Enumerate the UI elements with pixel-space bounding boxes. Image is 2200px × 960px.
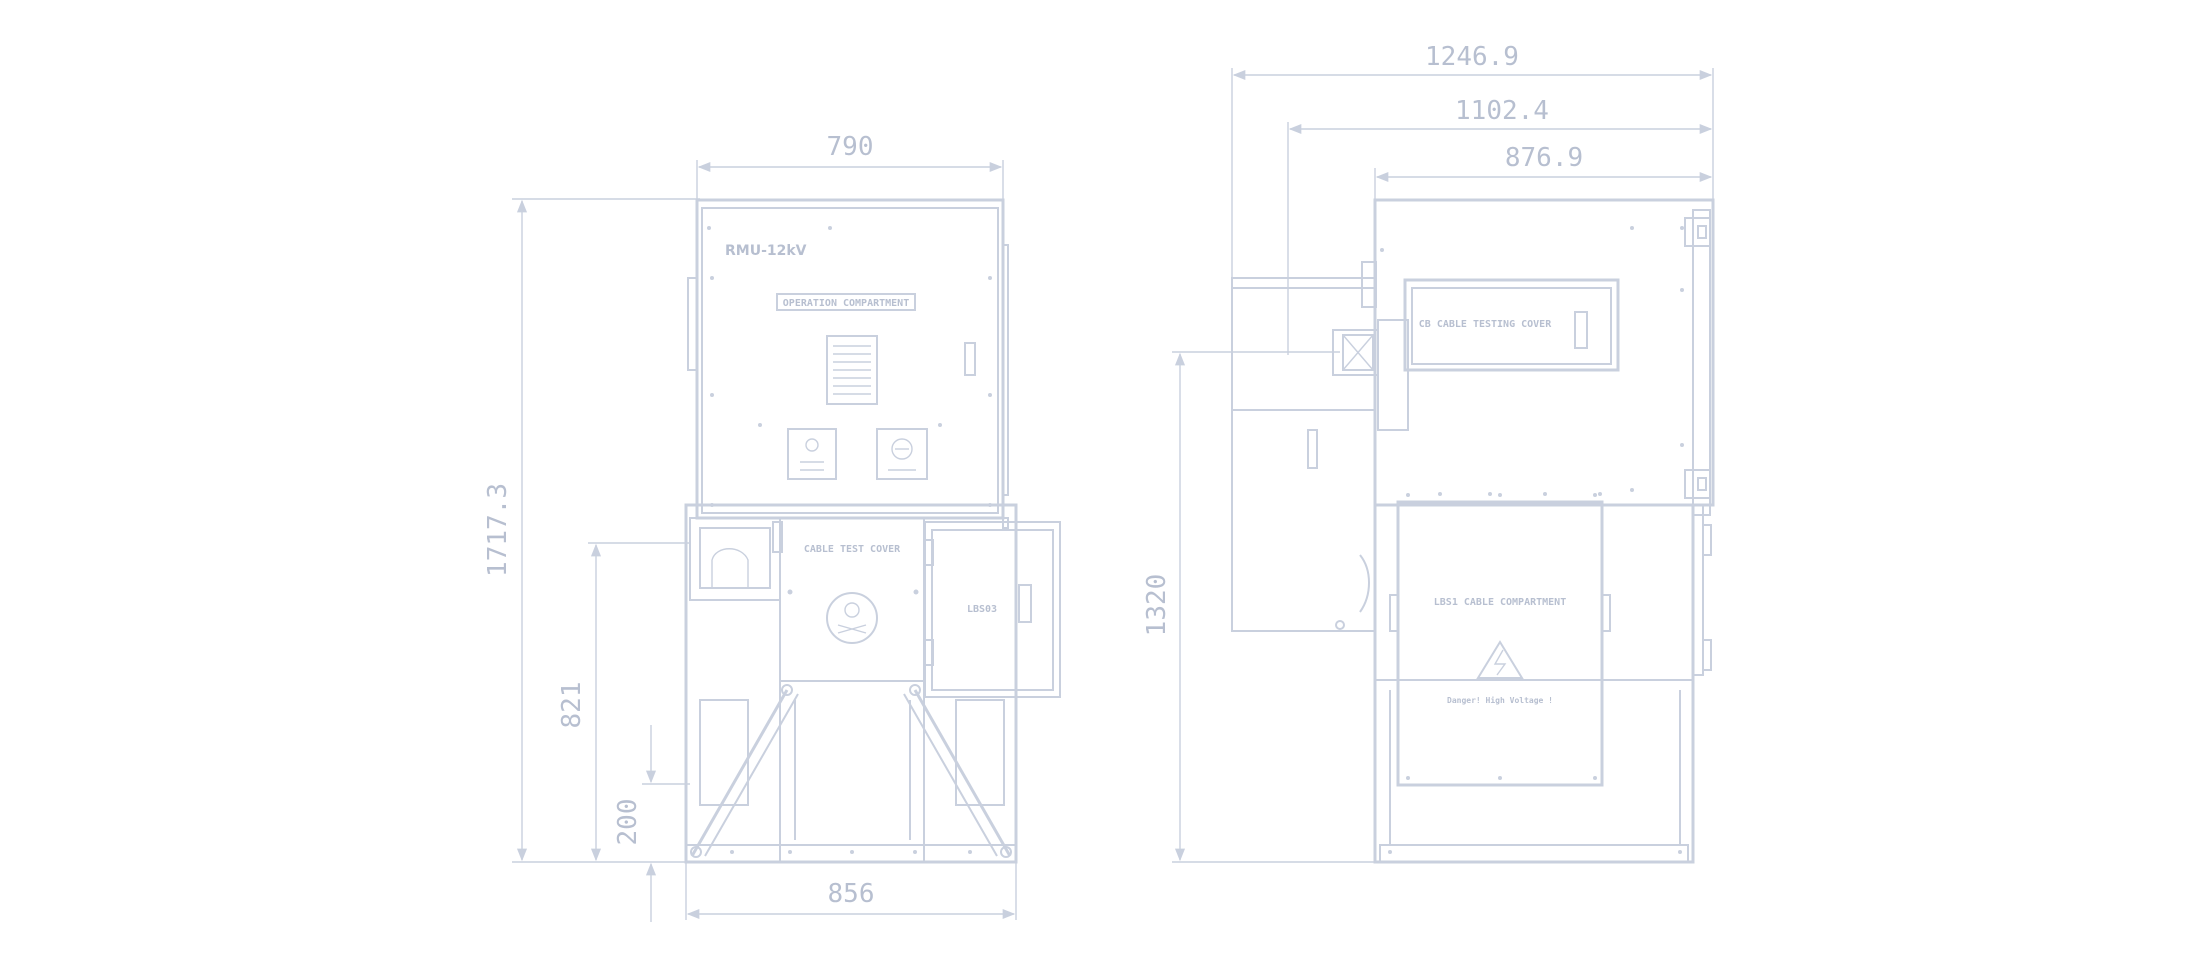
dim-label-856: 856 [828, 879, 875, 909]
front-view: 790 1717.3 821 200 856 [483, 132, 1061, 922]
lbs-panel-label: LBS03 [967, 604, 997, 615]
lbs1-label: LBS1 CABLE COMPARTMENT [1434, 597, 1566, 608]
side-upper-cabinet: CB CABLE TESTING COVER [1332, 198, 1715, 516]
upper-cabinet: RMU-12kV OPERATION COMPARTMENT [687, 198, 1009, 520]
danger-label: Danger! High Voltage ! [1447, 695, 1553, 705]
lower-cabinet: CABLE TEST COVER LBS03 [684, 503, 1061, 864]
high-voltage-warning-icon [1476, 640, 1524, 679]
skull-warning-plate [787, 428, 837, 480]
cable-test-cover [779, 517, 925, 682]
dim-height-mid: 821 [557, 542, 690, 862]
dim-width-bottom: 856 [685, 862, 1017, 920]
side-lower-cabinet: LBS1 CABLE COMPARTMENT Danger! High Volt… [1373, 493, 1712, 864]
logo-text: RMU-12kV [725, 243, 807, 259]
dim-width-top: 790 [696, 132, 1004, 205]
dim-label-1717: 1717.3 [483, 483, 513, 577]
cb-cover-label: CB CABLE TESTING COVER [1419, 319, 1552, 330]
cb-cable-testing-cover [1403, 278, 1620, 372]
dim-label-876: 876.9 [1505, 143, 1583, 173]
dim-label-200: 200 [613, 799, 643, 846]
dim-height-low: 200 [613, 725, 690, 922]
dim-height-side: 1320 [1142, 351, 1380, 863]
dim-label-790: 790 [827, 132, 874, 162]
operation-compartment-label: OPERATION COMPARTMENT [783, 298, 909, 309]
lbs-panel [924, 521, 1061, 698]
dim-label-1102: 1102.4 [1455, 96, 1549, 126]
dim-height-total: 1717.3 [483, 198, 700, 863]
dim-label-1320: 1320 [1142, 574, 1172, 637]
lbs1-cable-compartment [1396, 500, 1604, 787]
dim-label-821: 821 [557, 682, 587, 729]
cable-test-cover-label: CABLE TEST COVER [804, 544, 901, 555]
dim-label-1246: 1246.9 [1425, 42, 1519, 72]
ground-warning-plate [876, 428, 928, 480]
side-view: 1246.9 1102.4 876.9 1320 [1142, 42, 1715, 864]
dim-top-group: 1246.9 1102.4 876.9 [1231, 42, 1714, 355]
